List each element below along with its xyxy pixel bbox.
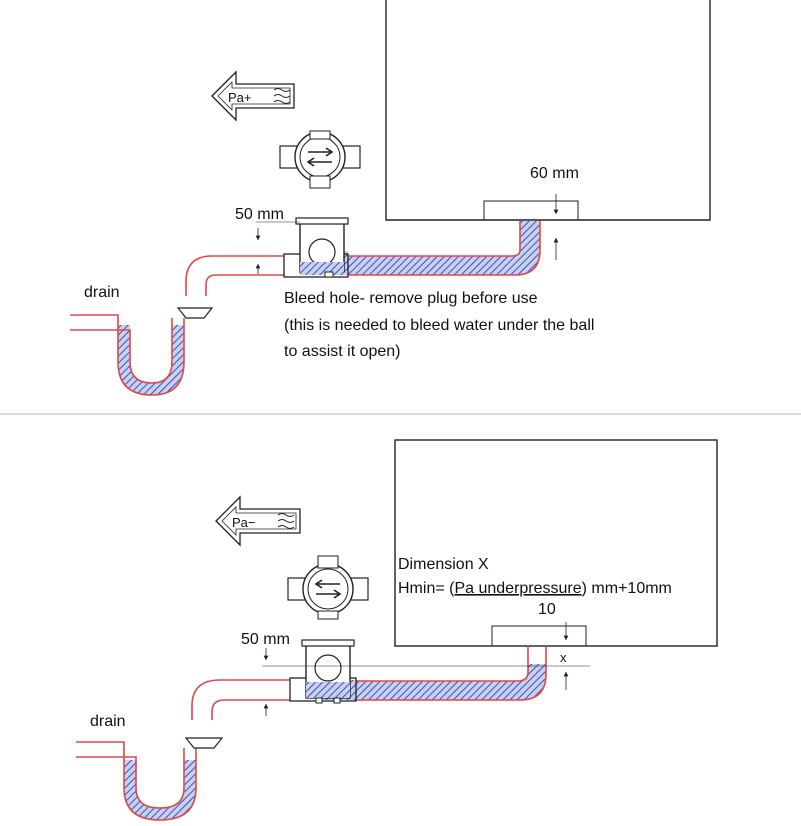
top-valve-topview-icon [279, 130, 361, 189]
top-trap-valve [283, 217, 349, 278]
top-unit-drain-stub [483, 200, 579, 221]
hmin-formula-underlined: Pa underpressure [454, 580, 581, 597]
bottom-unit-box [394, 439, 718, 647]
top-note-line3: to assist it open) [284, 343, 401, 360]
bottom-drain-label: drain [90, 713, 126, 730]
hmin-formula-prefix: Hmin= ( [398, 580, 455, 597]
hmin-formula-suffix: ) mm+10mm [582, 580, 672, 597]
bottom-pressure-arrow-icon: Pa− [215, 495, 301, 547]
bottom-panel: Pa− [76, 439, 718, 821]
bottom-trap-valve [289, 639, 357, 704]
bottom-dim-50mm: 50 mm [241, 631, 590, 716]
bottom-dim-x-label: x [560, 650, 567, 665]
top-note-line1: Bleed hole- remove plug before use [284, 290, 538, 307]
top-dim-50mm: 50 mm [235, 206, 300, 274]
bottom-dim-10-label: 10 [538, 601, 556, 618]
bottom-unit-drain-stub [491, 625, 587, 647]
bottom-drain-trap: drain [76, 713, 224, 821]
top-pipe [185, 221, 541, 296]
top-dim-50mm-label: 50 mm [235, 206, 284, 223]
top-pressure-arrow-icon: Pa+ [211, 70, 295, 122]
bottom-dim-x: 10 x [538, 601, 590, 690]
top-dim-60mm: 60 mm [530, 165, 579, 260]
top-dim-60mm-label: 60 mm [530, 165, 579, 182]
bottom-dim-50mm-label: 50 mm [241, 631, 290, 648]
hmin-formula: Hmin= (Pa underpressure) mm+10mm [398, 580, 672, 597]
top-drain-trap: drain [70, 284, 214, 396]
top-note-line2: (this is needed to bleed water under the… [284, 317, 594, 334]
bottom-water-fill [316, 664, 546, 700]
top-drain-label: drain [84, 284, 120, 301]
bottom-pressure-label: Pa− [232, 515, 256, 530]
dimension-x-title: Dimension X [398, 556, 489, 573]
bottom-pipe [191, 646, 547, 720]
top-unit-box [385, 0, 711, 221]
top-pressure-label: Pa+ [228, 90, 252, 105]
top-panel: Pa+ [70, 0, 711, 396]
bottom-valve-topview-icon [287, 555, 369, 620]
top-water-fill [300, 221, 540, 275]
